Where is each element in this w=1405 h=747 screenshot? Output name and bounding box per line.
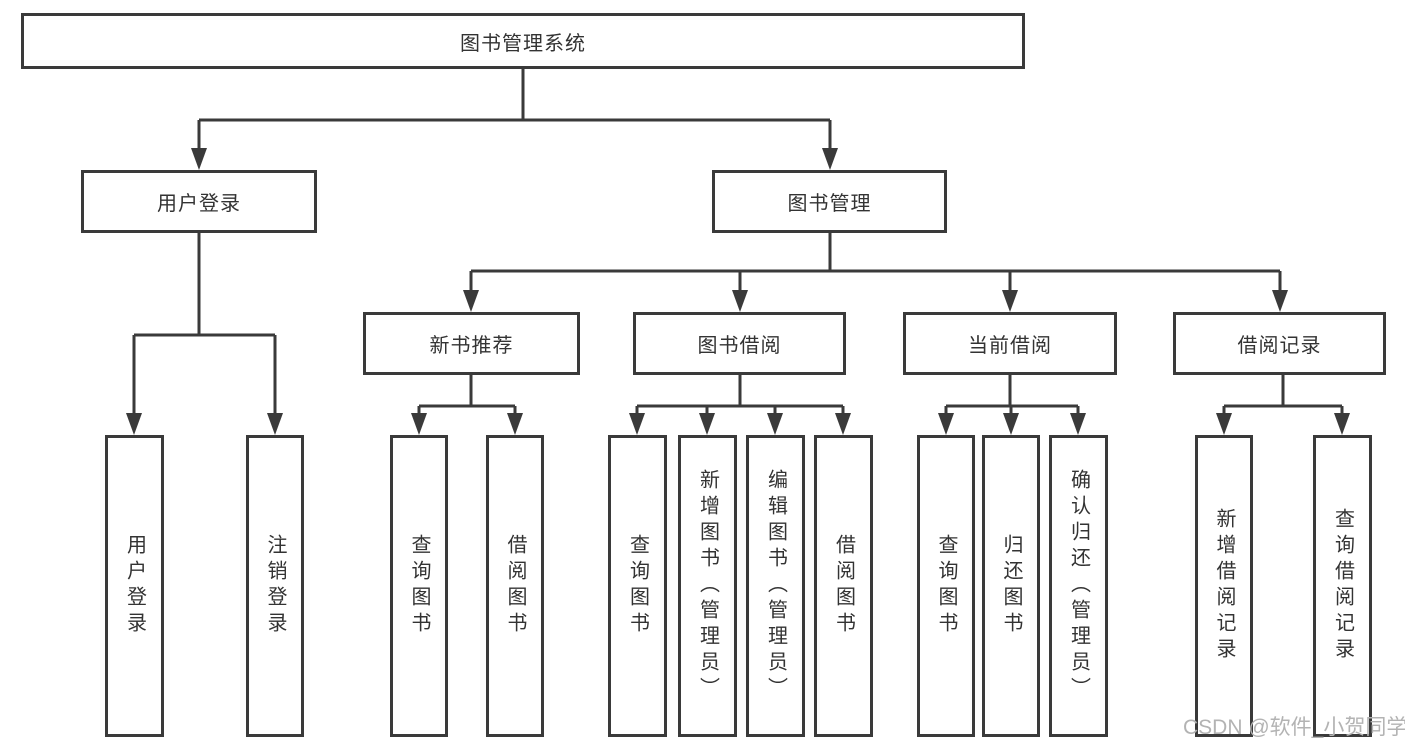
csdn-watermark: CSDN @软件_小贺同学 [1183, 716, 1405, 739]
leaf-borrow-books-borrow: 借阅图书 [814, 435, 873, 737]
leaf-query-books-current: 查询图书 [917, 435, 975, 737]
leaf-logout: 注销登录 [246, 435, 304, 737]
leaf-edit-book-admin: 编辑图书（管理员） [746, 435, 805, 737]
leaf-add-borrow-record: 新增借阅记录 [1195, 435, 1253, 737]
node-book-management: 图书管理 [712, 170, 947, 233]
leaf-borrow-books-recommend: 借阅图书 [486, 435, 544, 737]
node-library-management-system: 图书管理系统 [21, 13, 1025, 69]
leaf-confirm-return-admin: 确认归还（管理员） [1049, 435, 1108, 737]
node-borrow-records: 借阅记录 [1173, 312, 1386, 375]
leaf-add-book-admin: 新增图书（管理员） [678, 435, 737, 737]
node-new-book-recommend: 新书推荐 [363, 312, 580, 375]
node-current-borrow: 当前借阅 [903, 312, 1117, 375]
leaf-query-borrow-record: 查询借阅记录 [1313, 435, 1372, 737]
leaf-user-login: 用户登录 [105, 435, 164, 737]
node-book-borrow: 图书借阅 [633, 312, 846, 375]
leaf-query-books-recommend: 查询图书 [390, 435, 448, 737]
leaf-return-book: 归还图书 [982, 435, 1040, 737]
arrowheads [126, 148, 1350, 435]
node-user-login: 用户登录 [81, 170, 317, 233]
leaf-query-books-borrow: 查询图书 [608, 435, 667, 737]
